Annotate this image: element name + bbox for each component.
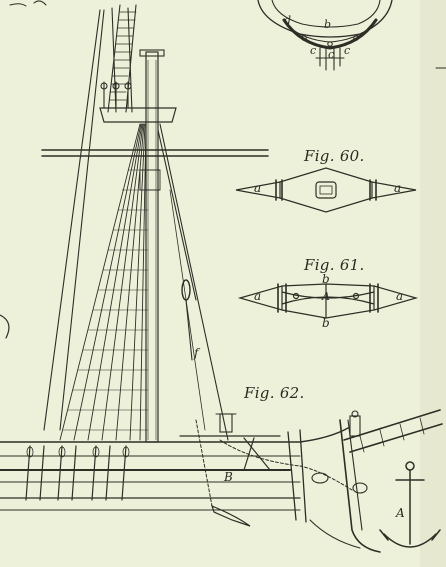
fig62-label: Fig. 62. xyxy=(244,384,305,402)
fig62-letter-f: f xyxy=(194,346,199,360)
top-detail-letter-d: d xyxy=(284,14,292,27)
page-edge-shadow xyxy=(420,0,446,567)
top-detail-letter-b: b xyxy=(324,18,332,31)
fig61-letter-A: A xyxy=(322,290,331,303)
ship-hull xyxy=(0,409,443,553)
fig62-letter-A: A xyxy=(396,506,405,520)
top-detail-letter-c-3: c xyxy=(344,44,351,57)
fig61-letter-a-right: a xyxy=(396,289,404,303)
corner-scribble xyxy=(9,0,47,7)
fig61-letter-a-left: a xyxy=(254,289,262,303)
top-detail-letter-c-1: c xyxy=(310,44,317,57)
fig60-label: Fig. 60. xyxy=(304,147,365,165)
fig62-letter-B: B xyxy=(224,470,234,484)
anchor-drawing xyxy=(379,461,441,548)
fig60-drawing xyxy=(235,167,417,213)
left-edge-curve xyxy=(0,314,10,339)
top-ring-detail xyxy=(257,0,393,71)
fig61-label: Fig. 61. xyxy=(304,256,365,274)
fig60-letter-a-right: a xyxy=(394,181,402,195)
fig61-letter-b-bottom: b xyxy=(322,316,330,330)
fig60-letter-a-left: a xyxy=(254,181,262,195)
top-detail-letter-c-2: c xyxy=(328,48,335,61)
fig61-drawing xyxy=(237,283,419,319)
fig61-letter-b-top: b xyxy=(322,272,330,286)
mast-rigging xyxy=(41,4,269,443)
